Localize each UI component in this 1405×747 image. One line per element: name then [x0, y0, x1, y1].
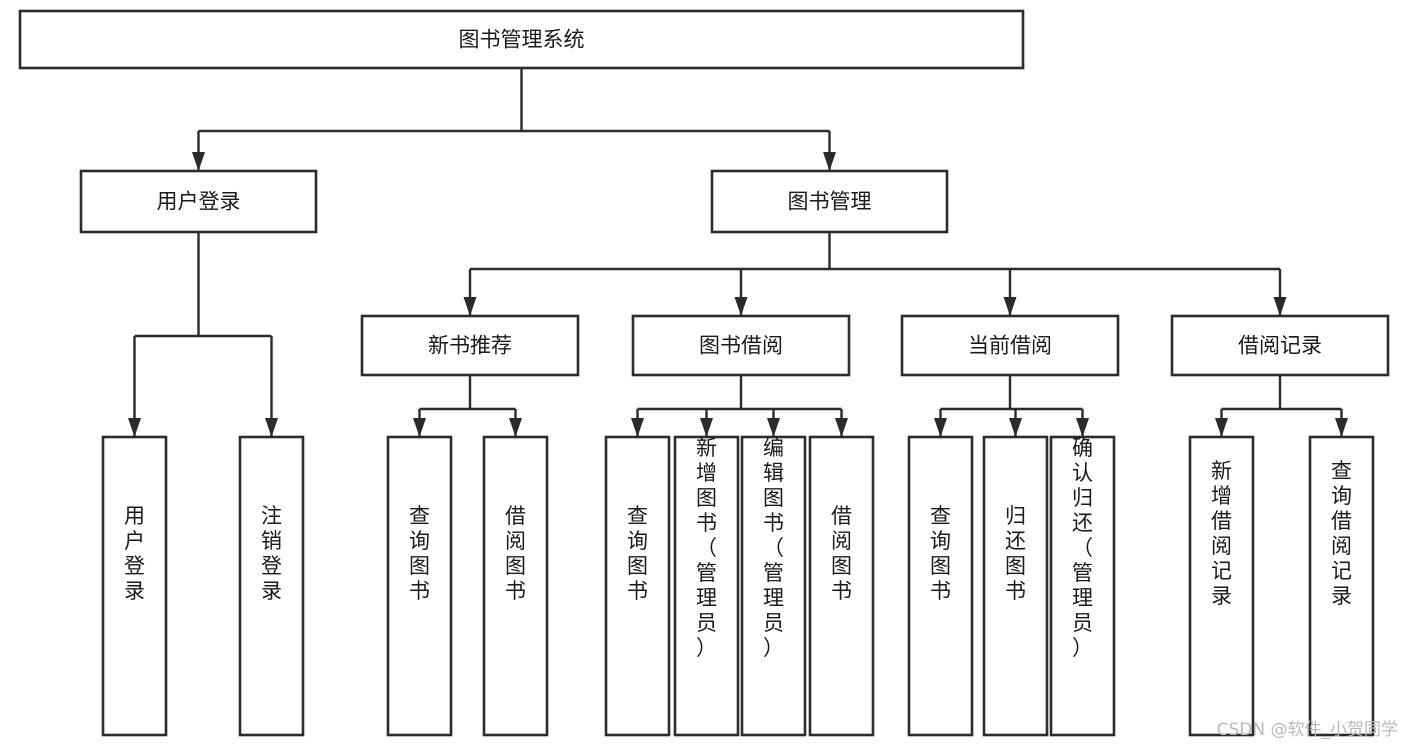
arrow-head	[835, 418, 848, 437]
node-leaf-cur-query[interactable]: 查询图书	[907, 435, 974, 737]
arrow-head	[1003, 297, 1017, 316]
node-current-borrow[interactable]: 当前借阅	[900, 314, 1120, 377]
node-leaf-cur-return[interactable]: 归还图书	[982, 435, 1049, 737]
node-leaf-rec-add[interactable]: 新增借阅记录	[1188, 435, 1255, 737]
node-book-manage[interactable]: 图书管理	[710, 169, 949, 234]
csdn-watermark: CSDN @软件_小贺同学	[1217, 720, 1398, 740]
node-label: 查询图书	[930, 504, 951, 603]
node-leaf-user-logout[interactable]: 注销登录	[238, 435, 305, 737]
node-leaf-borrow-add[interactable]: 新增图书（管理员）	[673, 435, 740, 737]
node-label: 借阅记录	[1238, 334, 1322, 358]
node-box[interactable]	[238, 435, 305, 737]
node-leaf-borrow-query[interactable]: 查询图书	[604, 435, 671, 737]
node-box[interactable]	[631, 314, 851, 377]
node-box[interactable]	[1049, 435, 1116, 737]
node-leaf-borrow-edit[interactable]: 编辑图书（管理员）	[740, 435, 807, 737]
node-leaf-cur-confirm[interactable]: 确认归还（管理员）	[1049, 435, 1116, 737]
node-borrow-record[interactable]: 借阅记录	[1170, 314, 1390, 377]
node-box[interactable]	[982, 435, 1049, 737]
node-box[interactable]	[386, 435, 453, 737]
node-label: 查询图书	[409, 504, 430, 603]
node-label: 查询借阅记录	[1331, 459, 1352, 608]
node-label: 借阅图书	[831, 504, 852, 603]
node-box[interactable]	[482, 435, 549, 737]
node-box[interactable]	[808, 435, 875, 737]
node-box[interactable]	[900, 314, 1120, 377]
arrow-head	[1076, 418, 1089, 437]
node-leaf-rec-borrow[interactable]: 借阅图书	[482, 435, 549, 737]
arrow-head	[1335, 418, 1348, 437]
node-layer: 图书管理系统用户登录图书管理新书推荐图书借阅当前借阅借阅记录用户登录注销登录查询…	[18, 9, 1390, 737]
arrow-head	[413, 418, 426, 437]
node-leaf-rec-query[interactable]: 查询图书	[386, 435, 453, 737]
node-box[interactable]	[360, 314, 580, 377]
node-box[interactable]	[1170, 314, 1390, 377]
node-label: 新增借阅记录	[1211, 459, 1232, 608]
arrow-head	[700, 418, 713, 437]
node-box[interactable]	[18, 9, 1025, 70]
node-root[interactable]: 图书管理系统	[18, 9, 1025, 70]
arrow-head	[823, 152, 836, 171]
node-box[interactable]	[1188, 435, 1255, 737]
node-box[interactable]	[79, 169, 318, 234]
node-new-book-rec[interactable]: 新书推荐	[360, 314, 580, 377]
node-leaf-user-login[interactable]: 用户登录	[101, 435, 168, 737]
node-label: 新增图书（管理员）	[696, 436, 717, 660]
arrow-head	[1009, 418, 1022, 437]
arrow-head	[265, 418, 278, 437]
node-label: 借阅图书	[505, 504, 526, 603]
node-leaf-rec-query2[interactable]: 查询借阅记录	[1308, 435, 1375, 737]
node-box[interactable]	[740, 435, 807, 737]
arrow-head	[463, 297, 477, 316]
node-label: 当前借阅	[968, 334, 1052, 358]
node-label: 查询图书	[627, 504, 648, 603]
node-box[interactable]	[101, 435, 168, 737]
arrow-head	[934, 418, 947, 437]
node-label: 新书推荐	[428, 334, 512, 358]
connector-layer	[128, 68, 1348, 437]
node-label: 用户登录	[124, 504, 145, 603]
node-label: 确认归还（管理员）	[1072, 436, 1093, 660]
arrow-head	[1215, 418, 1228, 437]
node-label: 用户登录	[157, 190, 241, 214]
arrow-head	[192, 152, 205, 171]
node-label: 归还图书	[1005, 504, 1026, 603]
node-book-borrow[interactable]: 图书借阅	[631, 314, 851, 377]
node-leaf-borrow-lend[interactable]: 借阅图书	[808, 435, 875, 737]
arrow-head	[767, 418, 780, 437]
node-user-login[interactable]: 用户登录	[79, 169, 318, 234]
node-label: 编辑图书（管理员）	[763, 436, 784, 660]
arrow-head	[128, 418, 141, 437]
node-box[interactable]	[673, 435, 740, 737]
node-box[interactable]	[604, 435, 671, 737]
arrow-head	[631, 418, 644, 437]
node-label: 图书管理	[788, 190, 872, 214]
arrow-head	[1273, 297, 1287, 316]
arrow-head	[734, 297, 748, 316]
node-box[interactable]	[710, 169, 949, 234]
node-label: 图书管理系统	[459, 28, 585, 52]
node-box[interactable]	[907, 435, 974, 737]
arrow-head	[509, 418, 522, 437]
node-label: 图书借阅	[699, 334, 783, 358]
node-box[interactable]	[1308, 435, 1375, 737]
node-label: 注销登录	[261, 504, 282, 603]
